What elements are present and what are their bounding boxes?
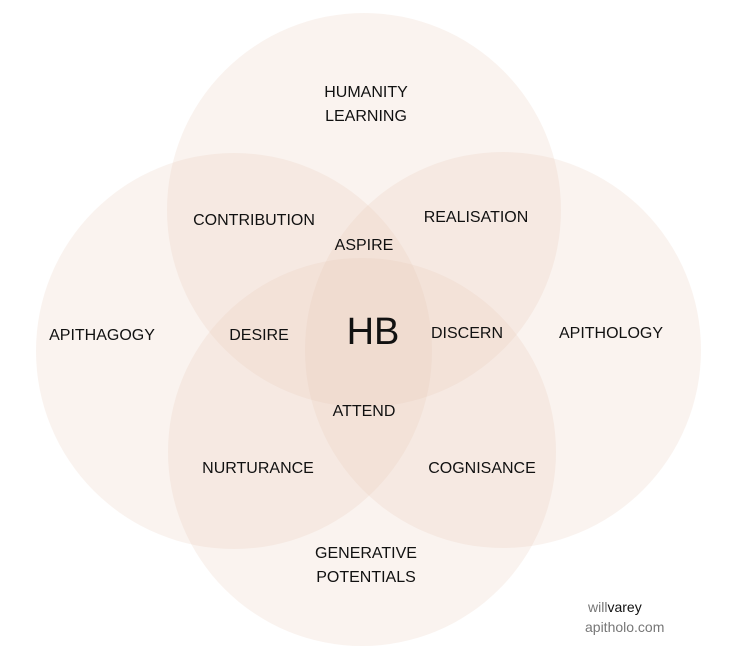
circle-left — [36, 153, 432, 549]
credit: willvarey apitholo.com — [585, 597, 664, 637]
label-discern: DISCERN — [430, 325, 504, 342]
circle-right — [305, 152, 701, 548]
label-attend: ATTEND — [332, 403, 396, 420]
credit-site: apitholo.com — [585, 619, 665, 635]
label-right-circle: APITHOLOGY — [558, 325, 664, 342]
label-top-circle: HUMANITY LEARNING — [324, 81, 408, 129]
label-left-circle: APITHAGOGY — [49, 327, 155, 344]
credit-second: varey — [607, 599, 642, 615]
circle-top — [167, 13, 561, 407]
label-contribution: CONTRIBUTION — [193, 212, 315, 229]
label-line: LEARNING — [325, 108, 407, 125]
label-desire: DESIRE — [229, 327, 289, 344]
label-nurturance: NURTURANCE — [202, 460, 314, 477]
label-center-hb: HB — [346, 311, 400, 353]
label-cognisance: COGNISANCE — [428, 460, 536, 477]
label-realisation: REALISATION — [423, 209, 529, 226]
label-line: GENERATIVE — [315, 545, 417, 562]
label-aspire: ASPIRE — [334, 237, 394, 254]
label-line: HUMANITY — [324, 84, 408, 101]
credit-first: will — [588, 599, 608, 615]
label-line: POTENTIALS — [316, 569, 416, 586]
circle-bottom — [168, 258, 556, 646]
label-bottom-circle: GENERATIVE POTENTIALS — [315, 542, 417, 590]
